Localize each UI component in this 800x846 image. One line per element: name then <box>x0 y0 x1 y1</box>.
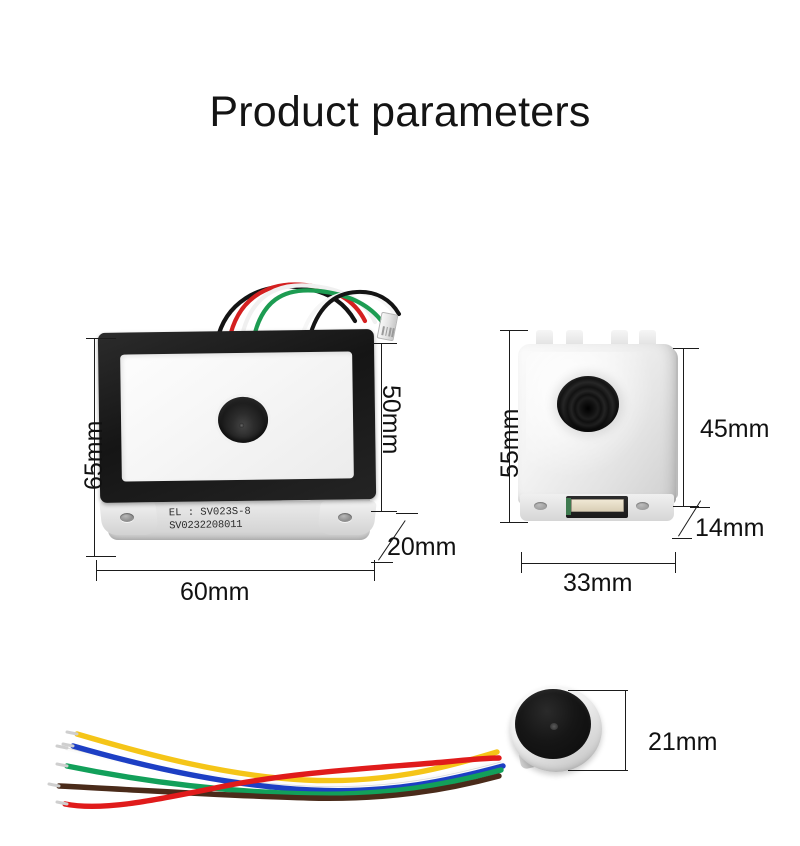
right-device-side-view <box>508 326 698 541</box>
left-device-wires <box>214 282 401 343</box>
dim-line-65mm <box>94 338 95 556</box>
dim-line-33mm <box>521 563 675 564</box>
dim-tick-33mm-left <box>521 552 522 573</box>
dim-tick-45mm-top <box>673 348 699 349</box>
dim-tick-50mm-bottom <box>371 511 397 512</box>
dim-label-65mm: 65mm <box>80 420 108 490</box>
dim-label-60mm: 60mm <box>180 578 250 606</box>
dim-tick-55mm-bottom <box>500 522 528 523</box>
dim-tick-33mm-right <box>675 552 676 573</box>
dim-tick-14mm-bottom <box>672 538 692 539</box>
dim-tick-60mm-left <box>96 560 97 581</box>
round-camera-head <box>510 686 602 772</box>
dim-tick-65mm-bottom <box>86 556 116 557</box>
dim-line-50mm <box>381 343 382 511</box>
mounting-hole-right <box>338 513 352 522</box>
dim-tick-20mm-top <box>396 513 418 514</box>
dim-label-21mm: 21mm <box>648 728 718 756</box>
dim-label-14mm: 14mm <box>695 514 765 542</box>
dim-label-45mm: 45mm <box>700 415 770 443</box>
left-device-front-view: EL : SV023S-8 SV0232208011 <box>95 282 401 565</box>
dim-line-55mm <box>509 330 510 522</box>
dim-label-55mm: 55mm <box>496 408 524 478</box>
fpc-connector-icon <box>571 499 624 512</box>
bottom-round-camera-module <box>45 676 665 816</box>
mounting-hole-left <box>534 502 547 510</box>
bottom-module-wires <box>47 730 506 810</box>
dim-label-33mm: 33mm <box>563 569 633 597</box>
dim-tick-21mm-top <box>568 690 628 691</box>
dim-label-20mm: 20mm <box>387 533 457 561</box>
dim-tick-45mm-bottom <box>673 506 699 507</box>
camera-lens-icon <box>515 689 591 759</box>
dim-line-21mm <box>625 690 626 770</box>
mounting-hole-left <box>120 513 134 522</box>
camera-lens-icon <box>217 396 269 444</box>
page-title: Product parameters <box>209 88 591 136</box>
dim-tick-65mm-top <box>86 338 116 339</box>
left-device-diffuser-window <box>120 351 354 482</box>
mounting-hole-right <box>636 502 649 510</box>
camera-lens-icon <box>557 376 619 432</box>
dim-line-45mm <box>683 348 684 506</box>
dim-label-50mm: 50mm <box>377 385 405 455</box>
dim-tick-55mm-top <box>500 330 528 331</box>
dim-tick-14mm-top <box>690 507 710 508</box>
dim-tick-60mm-right <box>374 560 375 581</box>
dim-tick-50mm-top <box>371 343 397 344</box>
product-label: EL : SV023S-8 SV0232208011 <box>169 505 304 533</box>
dim-tick-21mm-bottom <box>568 770 628 771</box>
dim-line-60mm <box>96 570 374 571</box>
dim-tick-20mm-bottom <box>371 562 393 563</box>
left-device-foam-bezel <box>97 329 377 503</box>
